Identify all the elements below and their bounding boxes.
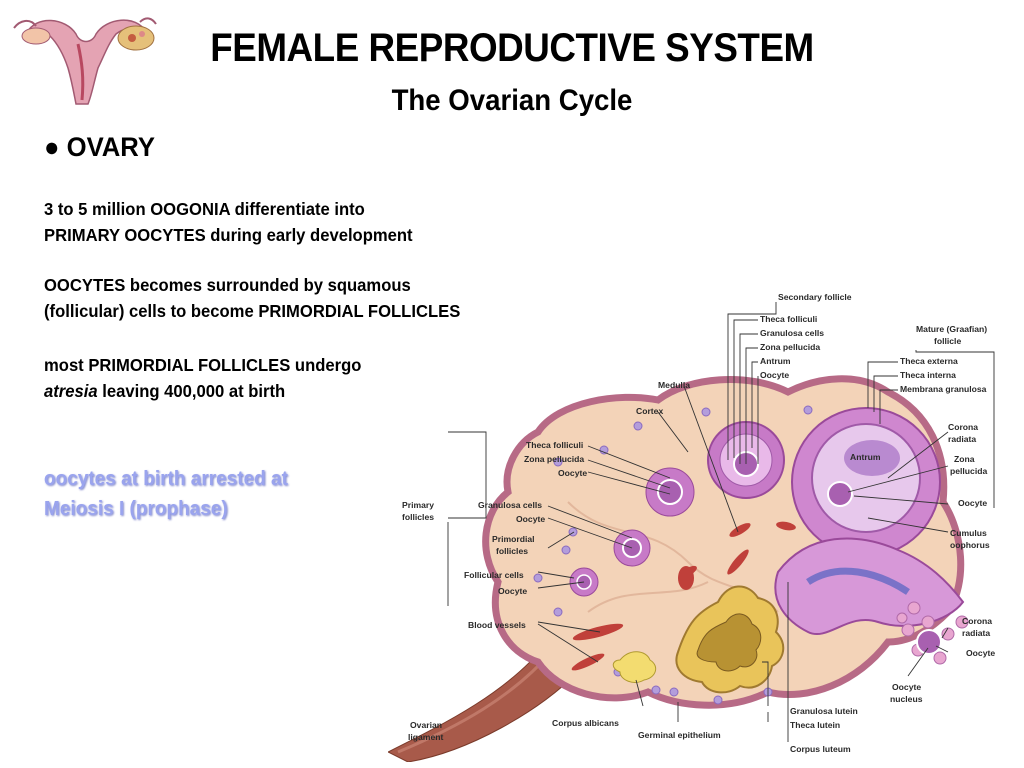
highlight-paragraph: oocytes at birth arrested at Meiosis I (… (44, 464, 288, 524)
label-mature-follicle: Mature (Graafian) (916, 324, 987, 334)
label-primordial-follicles: follicles (496, 546, 528, 556)
label-corpus-luteum: Corpus luteum (790, 744, 851, 754)
label-theca-folliculi: Theca folliculi (526, 440, 583, 450)
italic-term: atresia (44, 381, 98, 401)
uterus-logo-icon (13, 17, 157, 105)
page-subtitle: The Ovarian Cycle (391, 84, 633, 117)
label-zona-pellucida: Zona (954, 454, 975, 464)
paragraph-line: OOCYTES becomes surrounded by squamous (44, 275, 411, 295)
label-follicular-cells: Follicular cells (464, 570, 524, 580)
label-cumulus-oophorus: Cumulus (950, 528, 987, 538)
paragraph-line: PRIMARY OOCYTES during early development (44, 225, 413, 245)
label-blood-vessels: Blood vessels (468, 620, 526, 630)
label-primary-follicles: Primary (402, 500, 434, 510)
label-corona-radiata: Corona (962, 616, 992, 626)
label-ovarian-ligament: Ovarian (410, 720, 442, 730)
label-corona-radiata: Corona (948, 422, 978, 432)
label-oocyte-nucleus: nucleus (890, 694, 923, 704)
paragraph-text: leaving 400,000 at birth (97, 381, 286, 401)
paragraph-line: oocytes at birth arrested at (44, 468, 288, 490)
paragraph-atresia: most PRIMORDIAL FOLLICLES undergo atresi… (44, 352, 361, 404)
label-granulosa-cells: Granulosa cells (760, 328, 824, 338)
label-granulosa-lutein: Granulosa lutein (790, 706, 858, 716)
paragraph-line: (follicular) cells to become PRIMORDIAL … (44, 301, 461, 321)
label-zona-pellucida: Zona pellucida (524, 454, 584, 464)
label-corona-radiata: radiata (948, 434, 976, 444)
label-primordial-follicles: Primordial (492, 534, 535, 544)
label-oocyte: Oocyte (516, 514, 545, 524)
label-oocyte: Oocyte (760, 370, 789, 380)
label-oocyte: Oocyte (498, 586, 527, 596)
paragraph-line: Meiosis I (prophase) (44, 498, 228, 520)
page-title: FEMALE REPRODUCTIVE SYSTEM (210, 26, 814, 70)
label-zona-pellucida: Zona pellucida (760, 342, 820, 352)
label-medulla: Medulla (658, 380, 690, 390)
label-ovarian-ligament: ligament (408, 732, 443, 742)
label-corona-radiata: radiata (962, 628, 990, 638)
label-mature-follicle: follicle (934, 336, 961, 346)
section-heading: ● OVARY (44, 132, 155, 162)
label-theca-externa: Theca externa (900, 356, 958, 366)
label-cortex: Cortex (636, 406, 663, 416)
label-oocyte: Oocyte (958, 498, 987, 508)
paragraph-primordial: OOCYTES becomes surrounded by squamous (… (44, 272, 460, 324)
label-zona-pellucida: pellucida (950, 466, 987, 476)
paragraph-oogonia: 3 to 5 million OOGONIA differentiate int… (44, 196, 413, 248)
label-oocyte: Oocyte (558, 468, 587, 478)
ovary-diagram: Secondary follicle Theca folliculi Granu… (388, 292, 995, 762)
paragraph-line: atresia leaving 400,000 at birth (44, 378, 361, 404)
label-secondary-follicle: Secondary follicle (778, 292, 852, 302)
label-oocyte-nucleus: Oocyte (892, 682, 921, 692)
label-theca-folliculi: Theca folliculi (760, 314, 817, 324)
label-antrum: Antrum (850, 452, 881, 462)
paragraph-line: most PRIMORDIAL FOLLICLES undergo (44, 355, 362, 375)
label-primary-follicles: follicles (402, 512, 434, 522)
paragraph-line: 3 to 5 million OOGONIA differentiate int… (44, 199, 365, 219)
label-corpus-albicans: Corpus albicans (552, 718, 619, 728)
label-antrum: Antrum (760, 356, 791, 366)
label-granulosa-cells: Granulosa cells (478, 500, 542, 510)
label-theca-lutein: Theca lutein (790, 720, 840, 730)
label-membrana-granulosa: Membrana granulosa (900, 384, 987, 394)
label-theca-interna: Theca interna (900, 370, 956, 380)
label-germinal-epithelium: Germinal epithelium (638, 730, 721, 740)
label-cumulus-oophorus: oophorus (950, 540, 990, 550)
label-oocyte: Oocyte (966, 648, 995, 658)
